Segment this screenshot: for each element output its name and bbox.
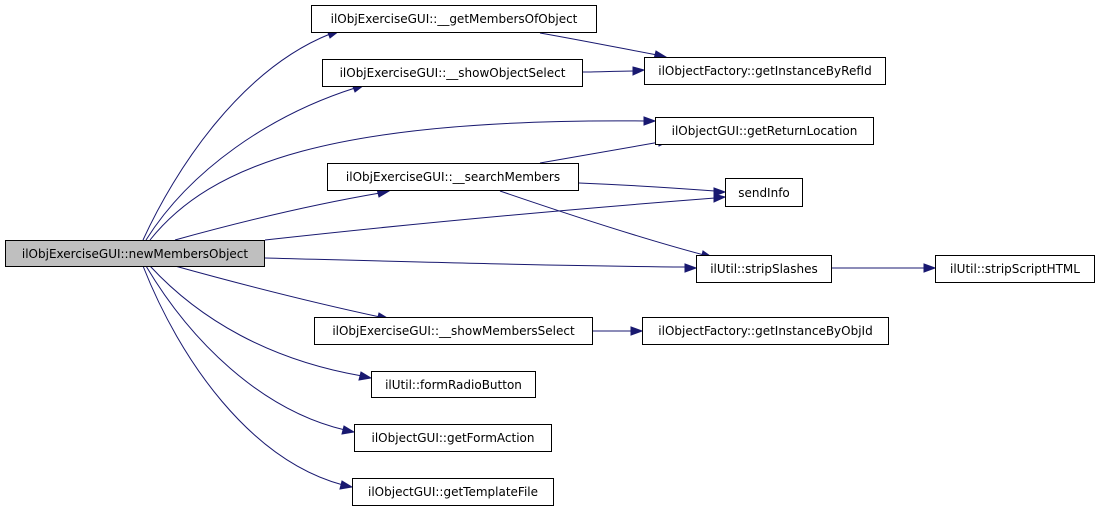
edge-search-members-to-send-info [578,182,716,192]
edge-arrowhead [684,263,698,273]
edge-root-to-search-members [174,192,381,241]
edge-root-to-get-members-of-object [142,33,331,241]
node-search-members[interactable]: ilObjExerciseGUI::__searchMembers [327,163,579,191]
node-get-instance-by-obj-id[interactable]: ilObjectFactory::getInstanceByObjId [642,317,889,345]
edge-root-to-get-form-action [145,265,346,431]
edge-root-to-form-radio-button [149,265,363,377]
edge-arrowhead [713,187,727,197]
edge-arrowhead [643,116,657,126]
node-send-info[interactable]: sendInfo [725,178,803,207]
node-show-object-select[interactable]: ilObjExerciseGUI::__showObjectSelect [322,59,583,87]
edge-root-to-send-info [264,197,716,241]
edge-root-to-get-template-file [142,265,344,486]
node-get-return-location[interactable]: ilObjectGUI::getReturnLocation [655,117,874,145]
edge-show-object-select-to-get-instance-by-ref-id [582,70,635,73]
edge-arrowhead [358,371,373,381]
edge-arrowhead [630,326,644,336]
edge-search-members-to-strip-slashes [499,190,705,256]
node-strip-script-html[interactable]: ilUtil::stripScriptHTML [935,255,1095,283]
node-get-instance-by-ref-id[interactable]: ilObjectFactory::getInstanceByRefId [644,57,886,85]
node-form-radio-button[interactable]: ilUtil::formRadioButton [371,371,536,398]
edge-arrowhead [923,263,937,273]
edge-search-members-to-get-return-location [539,141,661,164]
edge-arrowhead [339,480,354,490]
node-get-members-of-object[interactable]: ilObjExerciseGUI::__getMembersOfObject [311,5,597,33]
edge-root-to-show-object-select [145,87,356,241]
node-new-members-object[interactable]: ilObjExerciseGUI::newMembersObject [5,240,265,267]
node-get-form-action[interactable]: ilObjectGUI::getFormAction [354,424,552,452]
edge-root-to-show-members-select [174,265,381,318]
edge-root-to-strip-slashes [264,257,687,268]
node-show-members-select[interactable]: ilObjExerciseGUI::__showMembersSelect [314,317,593,345]
edge-get-members-to-get-instance-by-ref-id [539,32,658,56]
node-get-template-file[interactable]: ilObjectGUI::getTemplateFile [352,478,554,506]
node-strip-slashes[interactable]: ilUtil::stripSlashes [696,255,832,283]
edge-arrowhead [341,425,356,435]
edge-arrowhead [632,66,646,76]
edge-arrowhead [713,193,727,203]
edge-root-to-get-return-location [149,120,646,241]
